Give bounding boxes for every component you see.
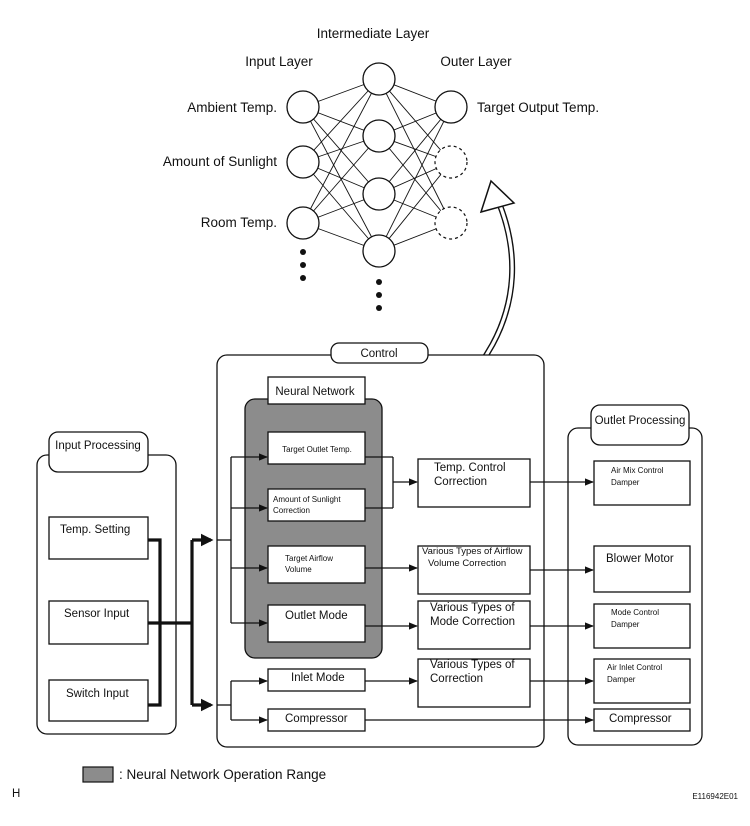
various-correction-box (417, 658, 531, 708)
air-inlet-control-damper-label-2: Damper (607, 675, 636, 684)
target-airflow-volume-label-1: Target Airflow (285, 554, 333, 563)
legend-text: : Neural Network Operation Range (119, 767, 326, 782)
sunlight-correction-box (267, 488, 366, 522)
output-label-target-output-temp: Target Output Temp. (477, 100, 599, 115)
target-airflow-volume-box (267, 545, 366, 584)
neural-network-title: Neural Network (275, 386, 354, 398)
network-connection-line (378, 78, 452, 163)
inlet-mode-label: Inlet Mode (291, 672, 345, 684)
temp-control-correction-label-1: Temp. Control (434, 462, 506, 474)
blower-motor-box (593, 545, 691, 593)
sensor-input-label: Sensor Input (64, 608, 130, 620)
input-ellipsis-dots (300, 249, 306, 281)
outlet-compressor-box (593, 708, 691, 732)
switch-input-box (48, 679, 149, 722)
control-title-box (330, 342, 429, 364)
network-connection-line (302, 78, 380, 224)
network-connection-line (378, 106, 452, 252)
outer-layer-title: Outer Layer (440, 54, 512, 69)
mode-correction-label-1: Various Types of (430, 602, 515, 614)
hidden-node (362, 119, 396, 153)
mode-correction-label-2: Mode Correction (430, 616, 515, 628)
air-mix-control-damper-label-1: Air Mix Control (611, 466, 664, 475)
flow-lines (148, 453, 594, 724)
target-airflow-volume-label-2: Volume (285, 565, 312, 574)
input-node-sunlight (286, 145, 320, 179)
network-connection-line (302, 135, 380, 224)
intermediate-layer-title: Intermediate Layer (317, 26, 430, 41)
control-title: Control (360, 348, 397, 360)
various-correction-label-1: Various Types of (430, 659, 515, 671)
temp-control-correction-label-2: Correction (434, 476, 487, 488)
switch-input-label: Switch Input (66, 688, 129, 700)
air-inlet-control-damper-box (593, 658, 691, 704)
mode-control-damper-label-1: Mode Control (611, 608, 659, 617)
input-label-ambient-temp: Ambient Temp. (187, 100, 277, 115)
mode-control-damper-label-2: Damper (611, 620, 640, 629)
target-outlet-temp-box (267, 431, 366, 465)
input-processing-title: Input Processing (55, 440, 141, 452)
output-node-dashed (434, 206, 468, 240)
airflow-volume-correction-label-1: Various Types of Airflow (422, 546, 523, 557)
airflow-volume-correction-box (417, 545, 531, 595)
outlet-mode-label: Outlet Mode (285, 610, 348, 622)
sunlight-correction-label-1: Amount of Sunlight (273, 495, 341, 504)
blower-motor-label: Blower Motor (606, 553, 674, 565)
network-illustration: Intermediate Layer Input Layer Outer Lay… (163, 26, 599, 311)
air-mix-control-damper-label-2: Damper (611, 478, 640, 487)
air-mix-control-damper-box (593, 460, 691, 506)
input-processing-title-box (48, 431, 149, 473)
input-node-room (286, 206, 320, 240)
outlet-mode-box (267, 604, 366, 643)
various-correction-label-2: Correction (430, 673, 483, 685)
figure-code: E116942E01 (692, 792, 738, 801)
output-node-dashed (434, 145, 468, 179)
outlet-processing-title: Outlet Processing (595, 415, 686, 427)
network-connections (302, 78, 452, 252)
outlet-compressor-label: Compressor (609, 713, 672, 725)
footer-left-mark: H (12, 788, 20, 800)
inlet-mode-box (267, 668, 366, 692)
air-inlet-control-damper-label-1: Air Inlet Control (607, 663, 662, 672)
outlet-processing-title-box (590, 404, 690, 446)
input-layer-title: Input Layer (245, 54, 313, 69)
target-outlet-temp-label: Target Outlet Temp. (282, 445, 352, 454)
input-node-ambient (286, 90, 320, 124)
neural-network-title-box (267, 376, 366, 405)
airflow-volume-correction-label-2: Volume Correction (428, 558, 506, 569)
sunlight-correction-label-2: Correction (273, 506, 310, 515)
control-compressor-label: Compressor (285, 713, 348, 725)
hidden-node (362, 177, 396, 211)
network-connection-line (302, 161, 380, 252)
network-connection-line (378, 161, 452, 252)
hidden-node (362, 234, 396, 268)
hidden-ellipsis-dots (376, 279, 382, 311)
legend-swatch (82, 766, 114, 783)
input-label-room-temp: Room Temp. (201, 215, 277, 230)
temp-setting-box (48, 516, 149, 560)
temp-control-correction-box (417, 458, 531, 508)
mode-correction-box (417, 600, 531, 650)
hidden-node (362, 62, 396, 96)
mode-control-damper-box (593, 603, 691, 649)
network-connection-line (378, 106, 452, 195)
output-node-target (434, 90, 468, 124)
input-label-amount-of-sunlight: Amount of Sunlight (163, 154, 277, 169)
network-connection-line (302, 78, 380, 163)
temp-setting-label: Temp. Setting (60, 524, 130, 536)
